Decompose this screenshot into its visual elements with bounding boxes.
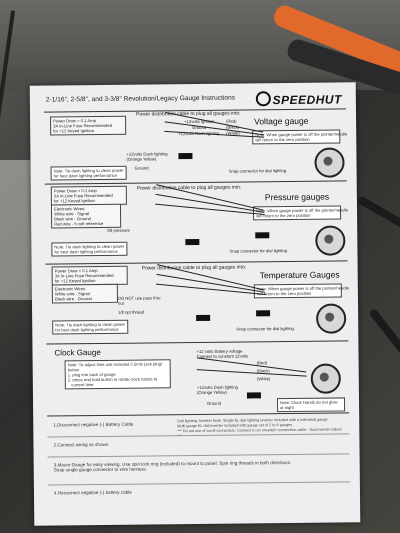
temperature-sender-box: Electronic Wires: White wire - Signal Bl… (51, 283, 118, 304)
step-divider-2 (47, 453, 350, 458)
clock-title: Clock Gauge (54, 347, 101, 358)
brand-logo: SPEEDHUT (255, 90, 342, 107)
pressure-note-right: Note: When gauge power is off the pointe… (252, 205, 348, 221)
temperature-note-right: Note: When gauge power is off the pointe… (253, 283, 349, 299)
step-2: 2.Connect wiring as shown (53, 441, 109, 448)
temperature-connector (256, 310, 271, 317)
sheet-title: 2-1/16", 2-5/8", and 3-3/8" Revolution/L… (45, 94, 236, 104)
voltage-snap-label: Snap connector for dial lighting (228, 168, 287, 174)
clock-inverter-plug (246, 392, 261, 399)
voltage-dash-label: +12volts Dash lighting (Orange Yellow) (126, 151, 168, 162)
pressure-connector (255, 232, 270, 239)
clock-ground-label: Ground (207, 400, 222, 406)
install-steps: 1.Disconnect negative (-) Battery Cable … (47, 412, 351, 521)
temperature-sender-label: 1/8 npt thread (118, 309, 144, 315)
instruction-sheet: 2-1/16", 2-5/8", and 3-3/8" Revolution/L… (29, 82, 361, 526)
temperature-snap-label: Snap connector for dial lighting (236, 325, 294, 332)
voltage-note-left: Note: Tie dash lighting to clean power f… (50, 165, 127, 181)
clock-gauge-icon (310, 363, 341, 394)
clock-section: Clock Gauge Note: To adjust time use inc… (46, 340, 350, 417)
clock-dash-label: +12volts Dash lighting (Orange Yellow) (196, 384, 238, 395)
temperature-power-box: Power Draw = 0.1 Amp 3A In-Line Fuse Rec… (51, 265, 128, 286)
pressure-section: Pressure gauges Power Draw = 0.1 Amp 3A … (44, 180, 348, 265)
step-4: 4.Reconnect negative (-) battery cable (53, 489, 132, 496)
clock-note: Note: To adjust time use included 3.5mm … (64, 359, 171, 390)
temperature-inverter-plug (196, 314, 211, 321)
temperature-do-not-label: DO NOT use pass thru nut (117, 295, 161, 306)
pressure-gauge-icon (315, 225, 346, 256)
temperature-cable-label: Power distribution cable to plug all gau… (141, 264, 247, 272)
pressure-power-box: Power Draw = 0.1 Amp 3A In-Line Fuse Rec… (50, 185, 127, 206)
voltage-wire-1-color: (Red) (226, 118, 237, 124)
speedhut-logo-icon (255, 91, 271, 107)
step-3: 3.Mount Gauge for easy viewing. Use spin… (53, 460, 292, 473)
temperature-title: Temperature Gauges (259, 269, 340, 281)
step-1: 1.Disconnect negative (-) Battery Cable (53, 421, 134, 428)
voltage-note-right: Note: When gauge power is off the pointe… (252, 129, 347, 145)
pressure-cable-label: Power distribution cable to plug all gau… (136, 184, 242, 192)
voltage-title: Voltage gauge (254, 115, 309, 127)
voltage-section: Voltage gauge Power Draw = 0.1 Amp 3A In… (43, 108, 347, 185)
step-divider-3 (47, 481, 350, 486)
temperature-note-left: Note: Tie dash lighting to clean power f… (52, 319, 129, 335)
pressure-note-left: Note: Tie dash lighting to clean power f… (51, 241, 128, 257)
brand-name: SPEEDHUT (272, 92, 342, 108)
pressure-inverter-plug (185, 238, 200, 246)
pressure-title: Pressure gauges (264, 191, 330, 203)
pressure-sender-label: Oil pressure (107, 227, 130, 233)
temperature-gauge-icon (316, 303, 347, 334)
pressure-sender-box: Electronic Wires: White wire - Signal Bl… (50, 203, 122, 229)
clock-note-right: Note: Clock Hands do not glow at night (276, 397, 346, 413)
clock-wire-white: (White) (256, 376, 271, 382)
voltage-ground-label: Ground (134, 165, 149, 171)
voltage-inverter-plug (178, 153, 193, 160)
temperature-section: Temperature Gauges Power Draw = 0.1 Amp … (45, 260, 349, 345)
voltage-gauge-icon (314, 147, 345, 178)
voltage-power-box: Power Draw = 0.1 Amp 3A In-Line Fuse Rec… (50, 115, 127, 136)
pressure-snap-label: Snap connector for dial lighting (229, 248, 287, 254)
